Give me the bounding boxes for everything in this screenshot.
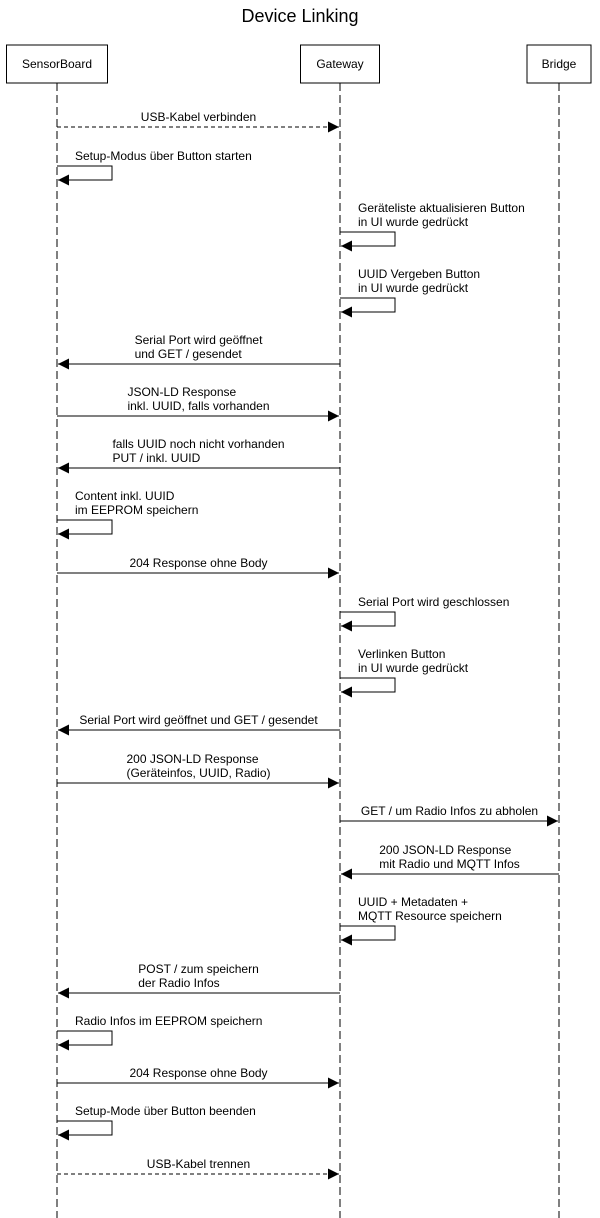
participant-sensor: SensorBoard [6, 44, 108, 84]
self-message-arrow [57, 519, 113, 540]
message-2: Setup-Modus über Button starten [57, 149, 252, 186]
message-13: 200 JSON-LD Response(Geräteinfos, UUID, … [57, 752, 339, 789]
participant-box [300, 44, 380, 84]
message-label: JSON-LD Response [127, 385, 236, 399]
message-label: Serial Port wird geschlossen [358, 595, 509, 609]
message-label: USB-Kabel trennen [147, 1157, 250, 1171]
message-label: falls UUID noch nicht vorhanden [112, 437, 284, 451]
message-label: 204 Response ohne Body [129, 1066, 267, 1080]
self-message-arrow [340, 231, 396, 252]
message-label: und GET / gesendet [135, 347, 243, 361]
message-label: Radio Infos im EEPROM speichern [75, 1014, 262, 1028]
message-12: Serial Port wird geöffnet und GET / gese… [58, 713, 340, 736]
participant-label: Bridge [542, 57, 577, 71]
message-label: Content inkl. UUID [75, 489, 175, 503]
message-label: (Geräteinfos, UUID, Radio) [126, 766, 270, 780]
message-label: Setup-Modus über Button starten [75, 149, 252, 163]
message-21: USB-Kabel trennen [57, 1157, 339, 1180]
participant-box [6, 44, 108, 84]
message-label: im EEPROM speichern [75, 503, 198, 517]
message-label-group: 204 Response ohne Body [129, 1066, 267, 1080]
participant-gateway: Gateway [300, 44, 380, 84]
participant-label: SensorBoard [22, 57, 92, 71]
message-label: UUID + Metadaten + [358, 895, 468, 909]
self-message-arrow [57, 165, 113, 186]
participant-bridge: Bridge [526, 44, 592, 84]
message-16: UUID + Metadaten +MQTT Resource speicher… [340, 895, 502, 946]
message-label-group: USB-Kabel verbinden [141, 110, 256, 124]
self-message-arrow [340, 925, 396, 946]
message-label: inkl. UUID, falls vorhanden [127, 399, 269, 413]
message-label-group: 204 Response ohne Body [129, 556, 267, 570]
message-label: in UI wurde gedrückt [358, 281, 469, 295]
message-label: MQTT Resource speichern [358, 909, 502, 923]
message-label: Serial Port wird geöffnet [135, 333, 264, 347]
participant-box [526, 44, 592, 84]
message-label: POST / zum speichern [138, 962, 259, 976]
message-label: USB-Kabel verbinden [141, 110, 256, 124]
message-label: Verlinken Button [358, 647, 445, 661]
message-18: Radio Infos im EEPROM speichern [57, 1014, 262, 1051]
message-label: in UI wurde gedrückt [358, 215, 469, 229]
message-14: GET / um Radio Infos zu abholen [340, 804, 558, 827]
self-message-arrow [340, 677, 396, 698]
message-label: 204 Response ohne Body [129, 556, 267, 570]
message-label-group: 200 JSON-LD Response(Geräteinfos, UUID, … [126, 752, 270, 780]
message-label: mit Radio und MQTT Infos [379, 857, 520, 871]
self-message-arrow [340, 611, 396, 632]
participant-label: Gateway [316, 57, 363, 71]
message-label-group: Serial Port wird geöffnet und GET / gese… [79, 713, 318, 727]
self-message-arrow [340, 297, 396, 318]
message-label: 200 JSON-LD Response [126, 752, 258, 766]
message-label: UUID Vergeben Button [358, 267, 480, 281]
message-19: 204 Response ohne Body [57, 1066, 339, 1089]
message-label: PUT / inkl. UUID [112, 451, 200, 465]
self-message-arrow [57, 1120, 113, 1141]
message-label: Geräteliste aktualisieren Button [358, 201, 525, 215]
participants: SensorBoard Gateway Bridge [6, 44, 592, 84]
message-label: der Radio Infos [138, 976, 219, 990]
message-label: in UI wurde gedrückt [358, 661, 469, 675]
message-20: Setup-Mode über Button beenden [57, 1104, 256, 1141]
message-1: USB-Kabel verbinden [57, 110, 339, 133]
diagram-title: Device Linking [241, 6, 358, 26]
message-label: Serial Port wird geöffnet und GET / gese… [79, 713, 318, 727]
message-label-group: GET / um Radio Infos zu abholen [361, 804, 538, 818]
self-message-arrow [57, 1030, 113, 1051]
message-9: 204 Response ohne Body [57, 556, 339, 579]
message-label-group: USB-Kabel trennen [147, 1157, 250, 1171]
message-label: Setup-Mode über Button beenden [75, 1104, 256, 1118]
message-10: Serial Port wird geschlossen [340, 595, 509, 632]
lifelines [56, 83, 560, 1218]
message-label: 200 JSON-LD Response [379, 843, 511, 857]
message-label: GET / um Radio Infos zu abholen [361, 804, 538, 818]
